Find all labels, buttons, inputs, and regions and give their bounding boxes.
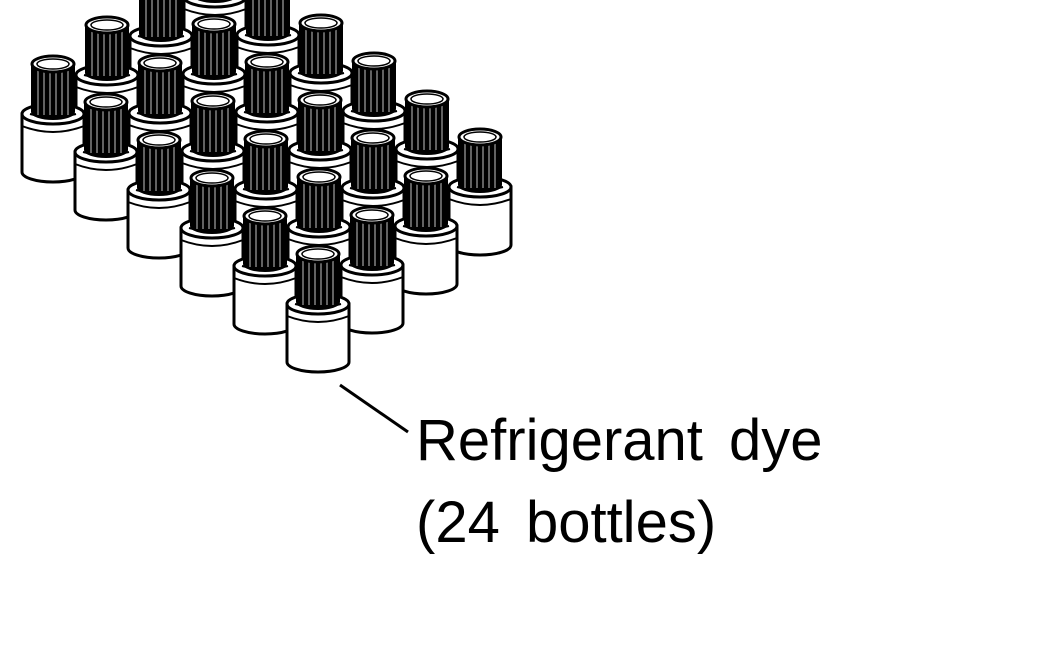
dye-bottle	[73, 92, 139, 222]
dye-bottle	[393, 166, 459, 296]
dye-bottle	[285, 244, 351, 374]
dye-bottle	[179, 168, 245, 298]
dye-bottle	[232, 206, 298, 336]
dye-bottle	[339, 205, 405, 335]
caption-line-1: Refrigerant dye	[416, 408, 823, 473]
dye-bottle	[447, 127, 513, 257]
dye-bottle	[20, 54, 86, 184]
caption-line-2: (24 bottles)	[416, 490, 716, 555]
leader-line	[339, 383, 409, 434]
dye-bottle	[233, 129, 299, 259]
dye-bottle	[126, 130, 192, 260]
bottle-array	[20, 0, 513, 374]
